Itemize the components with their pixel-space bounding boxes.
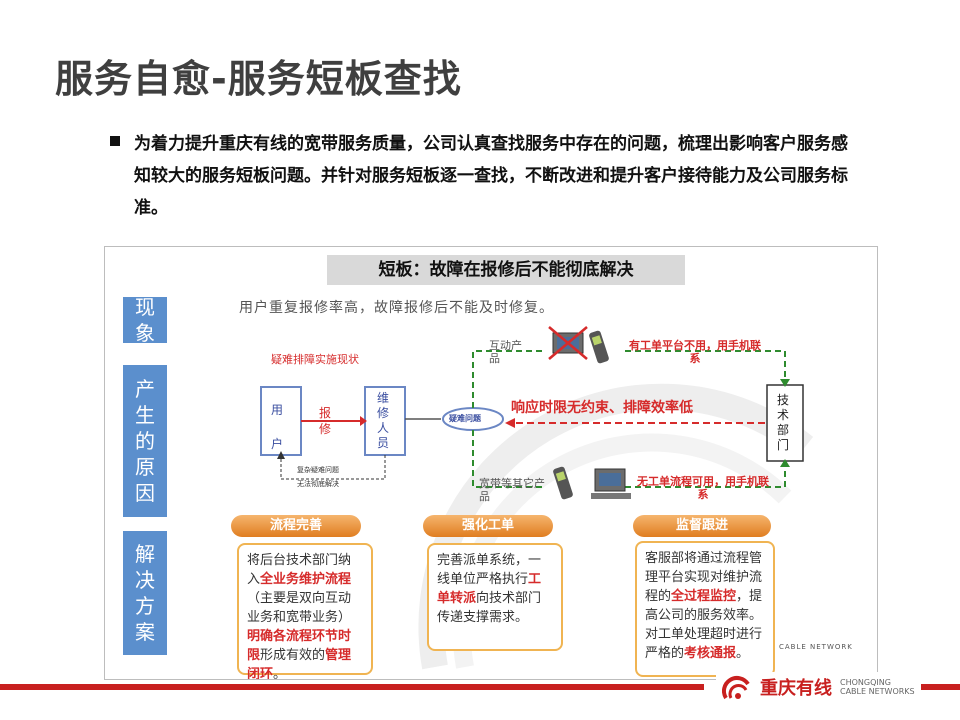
solution-head-process: 流程完善 xyxy=(231,515,361,537)
solution-text: ，提高公司的服务效率。对工单处理超时进行严格的 xyxy=(645,589,763,661)
solution-text: 客服部将通过流程管理平台实现对维护流程的 xyxy=(645,551,763,604)
solution-highlight: 工单转派 xyxy=(437,572,542,606)
repeat-note-2: 无法彻底解决 xyxy=(297,480,339,488)
cross-icon xyxy=(548,326,588,360)
solution-highlight: 考核通报 xyxy=(684,646,737,661)
logo-en-line-1: CHONGQING xyxy=(840,678,891,687)
solution-highlight: 全业务维护流程 xyxy=(260,572,352,587)
repeat-loop xyxy=(280,455,386,480)
phone-screen xyxy=(555,471,566,482)
phenomenon-summary: 用户重复报修率高，故障报修后不能及时修复。 xyxy=(239,300,554,316)
solution-head-workorder: 强化工单 xyxy=(423,515,553,537)
bottom-loop-arrowhead xyxy=(780,459,790,467)
broadband-note: 无工单流程可用，用手机联系 xyxy=(637,475,769,501)
solution-text: 将后台技术部门纳入 xyxy=(247,553,352,587)
solution-highlight: 管理闭环 xyxy=(247,648,352,680)
solution-highlight: 全过程监控 xyxy=(671,589,737,604)
bottom-loop-right xyxy=(625,461,786,488)
solution-text: 。 xyxy=(736,646,750,661)
tech-dept-label: 技术部门 xyxy=(777,393,790,452)
interactive-product-label: 互动产品 xyxy=(489,339,522,365)
phone-screen xyxy=(591,335,602,346)
solution-text: 。 xyxy=(273,667,287,680)
side-label-phenomenon: 现象 xyxy=(123,295,167,345)
footer-bar-right xyxy=(912,684,960,690)
problem-label: 疑难问题 xyxy=(449,414,481,423)
maintainer-label: 维修人员 xyxy=(377,391,390,450)
side-label-cause: 产生的原因 xyxy=(123,365,167,517)
diagram-panel: 短板：故障在报修后不能彻底解决 现象 产生的原因 解决方案 用户重复报修率高，故… xyxy=(104,246,878,680)
solution-text: 完善派单系统，一线单位严格执行 xyxy=(437,553,542,587)
brand-logo: 重庆有线 CHONGQING CABLE NETWORKS xyxy=(716,672,921,702)
broadband-product-label: 宽带等其它产品 xyxy=(479,477,545,503)
solution-box-process: 将后台技术部门纳入全业务维护流程 （主要是双向互动业务和宽带业务） 明确各流程环节时… xyxy=(237,543,373,679)
bottom-loop-left xyxy=(472,430,545,488)
report-label: 报修 xyxy=(319,406,332,436)
top-loop-left xyxy=(472,350,545,408)
top-loop-arrowhead xyxy=(780,379,790,387)
side-label-solution: 解决方案 xyxy=(123,531,167,655)
logo-en-line-2: CABLE NETWORKS xyxy=(840,687,915,696)
top-loop-right xyxy=(625,350,786,385)
diagram-caption: 疑难排障实施现状 xyxy=(271,353,359,366)
solution-head-supervise: 监督跟进 xyxy=(633,515,771,537)
bullet-square-icon xyxy=(110,136,120,146)
computer-screen xyxy=(599,473,621,486)
solution-text: 向技术部门传递支撑需求。 xyxy=(437,591,542,625)
phone-icon xyxy=(589,330,609,364)
keyboard-icon xyxy=(591,493,631,499)
tech-dept-box xyxy=(766,384,804,462)
intro-text: 为着力提升重庆有线的宽带服务质量，公司认真查找服务中存在的问题，梳理出影响客户服… xyxy=(134,134,848,218)
repeat-note-1: 复杂疑难问题 xyxy=(297,466,339,474)
logo-en: CHONGQING CABLE NETWORKS xyxy=(840,678,915,696)
repeat-arrowhead xyxy=(277,451,285,459)
middle-red-arrowhead xyxy=(505,418,515,428)
logo-name: 重庆有线 xyxy=(760,678,832,699)
interactive-note: 有工单平台不用，用手机联系 xyxy=(629,339,761,365)
solution-text: （主要是双向互动业务和宽带业务） xyxy=(247,591,352,625)
phone-icon xyxy=(553,466,573,500)
report-arrowhead xyxy=(360,416,367,426)
solution-highlight: 明确各流程环节时限 xyxy=(247,629,352,663)
panel-heading: 短板：故障在报修后不能彻底解决 xyxy=(327,255,685,285)
user-label: 用户 xyxy=(271,403,284,451)
solution-box-workorder: 完善派单系统，一线单位严格执行工单转派向技术部门传递支撑需求。 xyxy=(427,543,563,651)
watermark: CABLE NETWORK xyxy=(779,643,853,651)
page-title: 服务自愈-服务短板查找 xyxy=(55,57,462,101)
solution-box-supervise: 客服部将通过流程管理平台实现对维护流程的全过程监控，提高公司的服务效率。对工单处… xyxy=(635,541,775,677)
middle-note: 响应时限无约束、排障效率低 xyxy=(511,400,693,416)
solution-text: 形成有效的 xyxy=(260,648,326,663)
footer-bar-left xyxy=(0,684,704,690)
logo-mark-icon xyxy=(722,676,750,700)
